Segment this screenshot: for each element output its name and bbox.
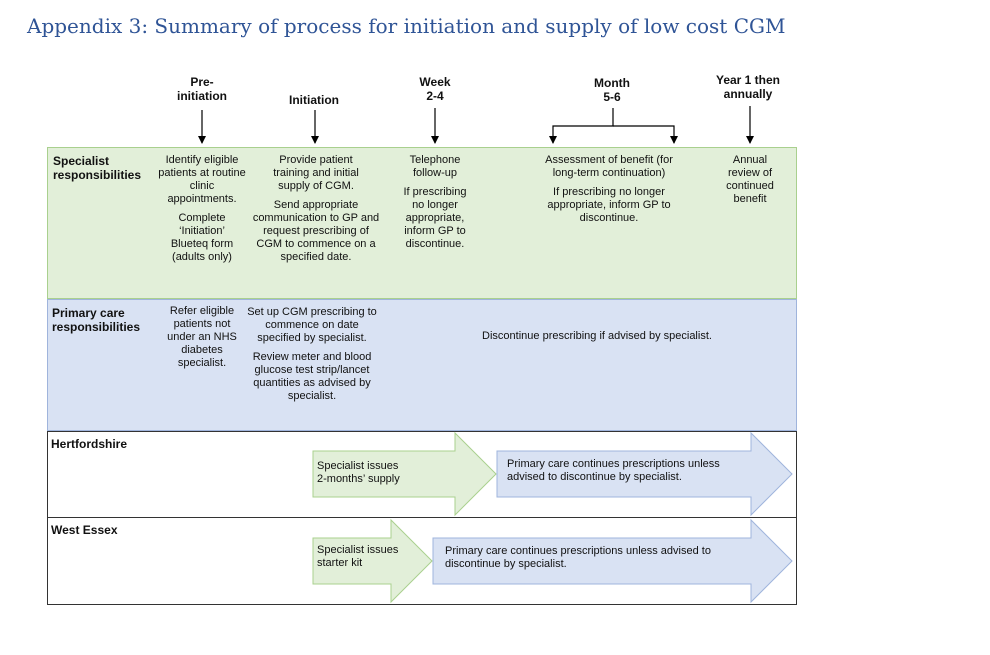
herts-specialist-arrow bbox=[312, 431, 497, 517]
hertfordshire-label: Hertfordshire bbox=[51, 437, 128, 451]
specialist-year-cell: Annual review of continued benefit bbox=[716, 154, 784, 212]
herts-primary-arrow bbox=[496, 431, 793, 517]
specialist-week-cell: Telephone follow-up If prescribing no lo… bbox=[397, 154, 473, 257]
phase-month: Month 5-6 bbox=[594, 76, 630, 104]
essex-specialist-arrow-text: Specialist issues starter kit bbox=[317, 544, 399, 569]
primary-ongoing-cell: Discontinue prescribing if advised by sp… bbox=[447, 330, 747, 349]
specialist-initiation-cell: Provide patient training and initial sup… bbox=[250, 154, 382, 270]
specialist-week-text-1: Telephone follow-up bbox=[409, 154, 461, 179]
essex-primary-arrow-text: Primary care continues prescriptions unl… bbox=[445, 545, 711, 570]
specialist-month-cell: Assessment of benefit (for long-term con… bbox=[538, 154, 680, 231]
phase-year: Year 1 then annually bbox=[715, 73, 781, 101]
primary-pre-initiation-text: Refer eligible patients not under an NHS… bbox=[167, 305, 237, 369]
essex-primary-arrow bbox=[432, 518, 793, 604]
west-essex-label: West Essex bbox=[51, 523, 118, 537]
specialist-month-text-1: Assessment of benefit (for long-term con… bbox=[545, 154, 673, 179]
specialist-pre-initiation-text-1: Identify eligible patients at routine cl… bbox=[158, 154, 246, 205]
specialist-pre-initiation-cell: Identify eligible patients at routine cl… bbox=[158, 154, 246, 270]
primary-pre-initiation-cell: Refer eligible patients not under an NHS… bbox=[160, 305, 244, 376]
primary-care-band bbox=[47, 299, 797, 431]
specialist-band bbox=[47, 147, 797, 299]
essex-specialist-arrow bbox=[312, 518, 433, 604]
primary-initiation-text-1: Set up CGM prescribing to commence on da… bbox=[247, 306, 377, 344]
herts-specialist-arrow-text: Specialist issues 2-months’ supply bbox=[317, 460, 400, 485]
primary-ongoing-text: Discontinue prescribing if advised by sp… bbox=[482, 330, 712, 342]
specialist-initiation-text-1: Provide patient training and initial sup… bbox=[273, 154, 359, 192]
specialist-row-label: Specialist responsibilities bbox=[53, 154, 142, 182]
primary-row-label: Primary care responsibilities bbox=[52, 306, 141, 334]
specialist-pre-initiation-text-2: Complete ‘Initiation’ Blueteq form (adul… bbox=[170, 212, 234, 263]
month-right-branch-arrow bbox=[613, 125, 678, 144]
page-title: Appendix 3: Summary of process for initi… bbox=[27, 14, 786, 38]
specialist-year-text-1: Annual review of continued benefit bbox=[726, 154, 774, 205]
herts-primary-arrow-text: Primary care continues prescriptions unl… bbox=[507, 458, 720, 483]
primary-initiation-text-2: Review meter and blood glucose test stri… bbox=[252, 351, 372, 402]
phase-week: Week 2-4 bbox=[419, 75, 451, 103]
phase-initiation: Initiation bbox=[289, 93, 339, 107]
month-left-branch-arrow bbox=[549, 108, 614, 144]
specialist-initiation-text-2: Send appropriate communication to GP and… bbox=[252, 199, 380, 263]
primary-initiation-cell: Set up CGM prescribing to commence on da… bbox=[247, 306, 377, 409]
phase-pre-initiation: Pre- initiation bbox=[177, 75, 227, 103]
specialist-week-text-2: If prescribing no longer appropriate, in… bbox=[403, 186, 467, 250]
specialist-month-text-2: If prescribing no longer appropriate, in… bbox=[547, 186, 671, 224]
